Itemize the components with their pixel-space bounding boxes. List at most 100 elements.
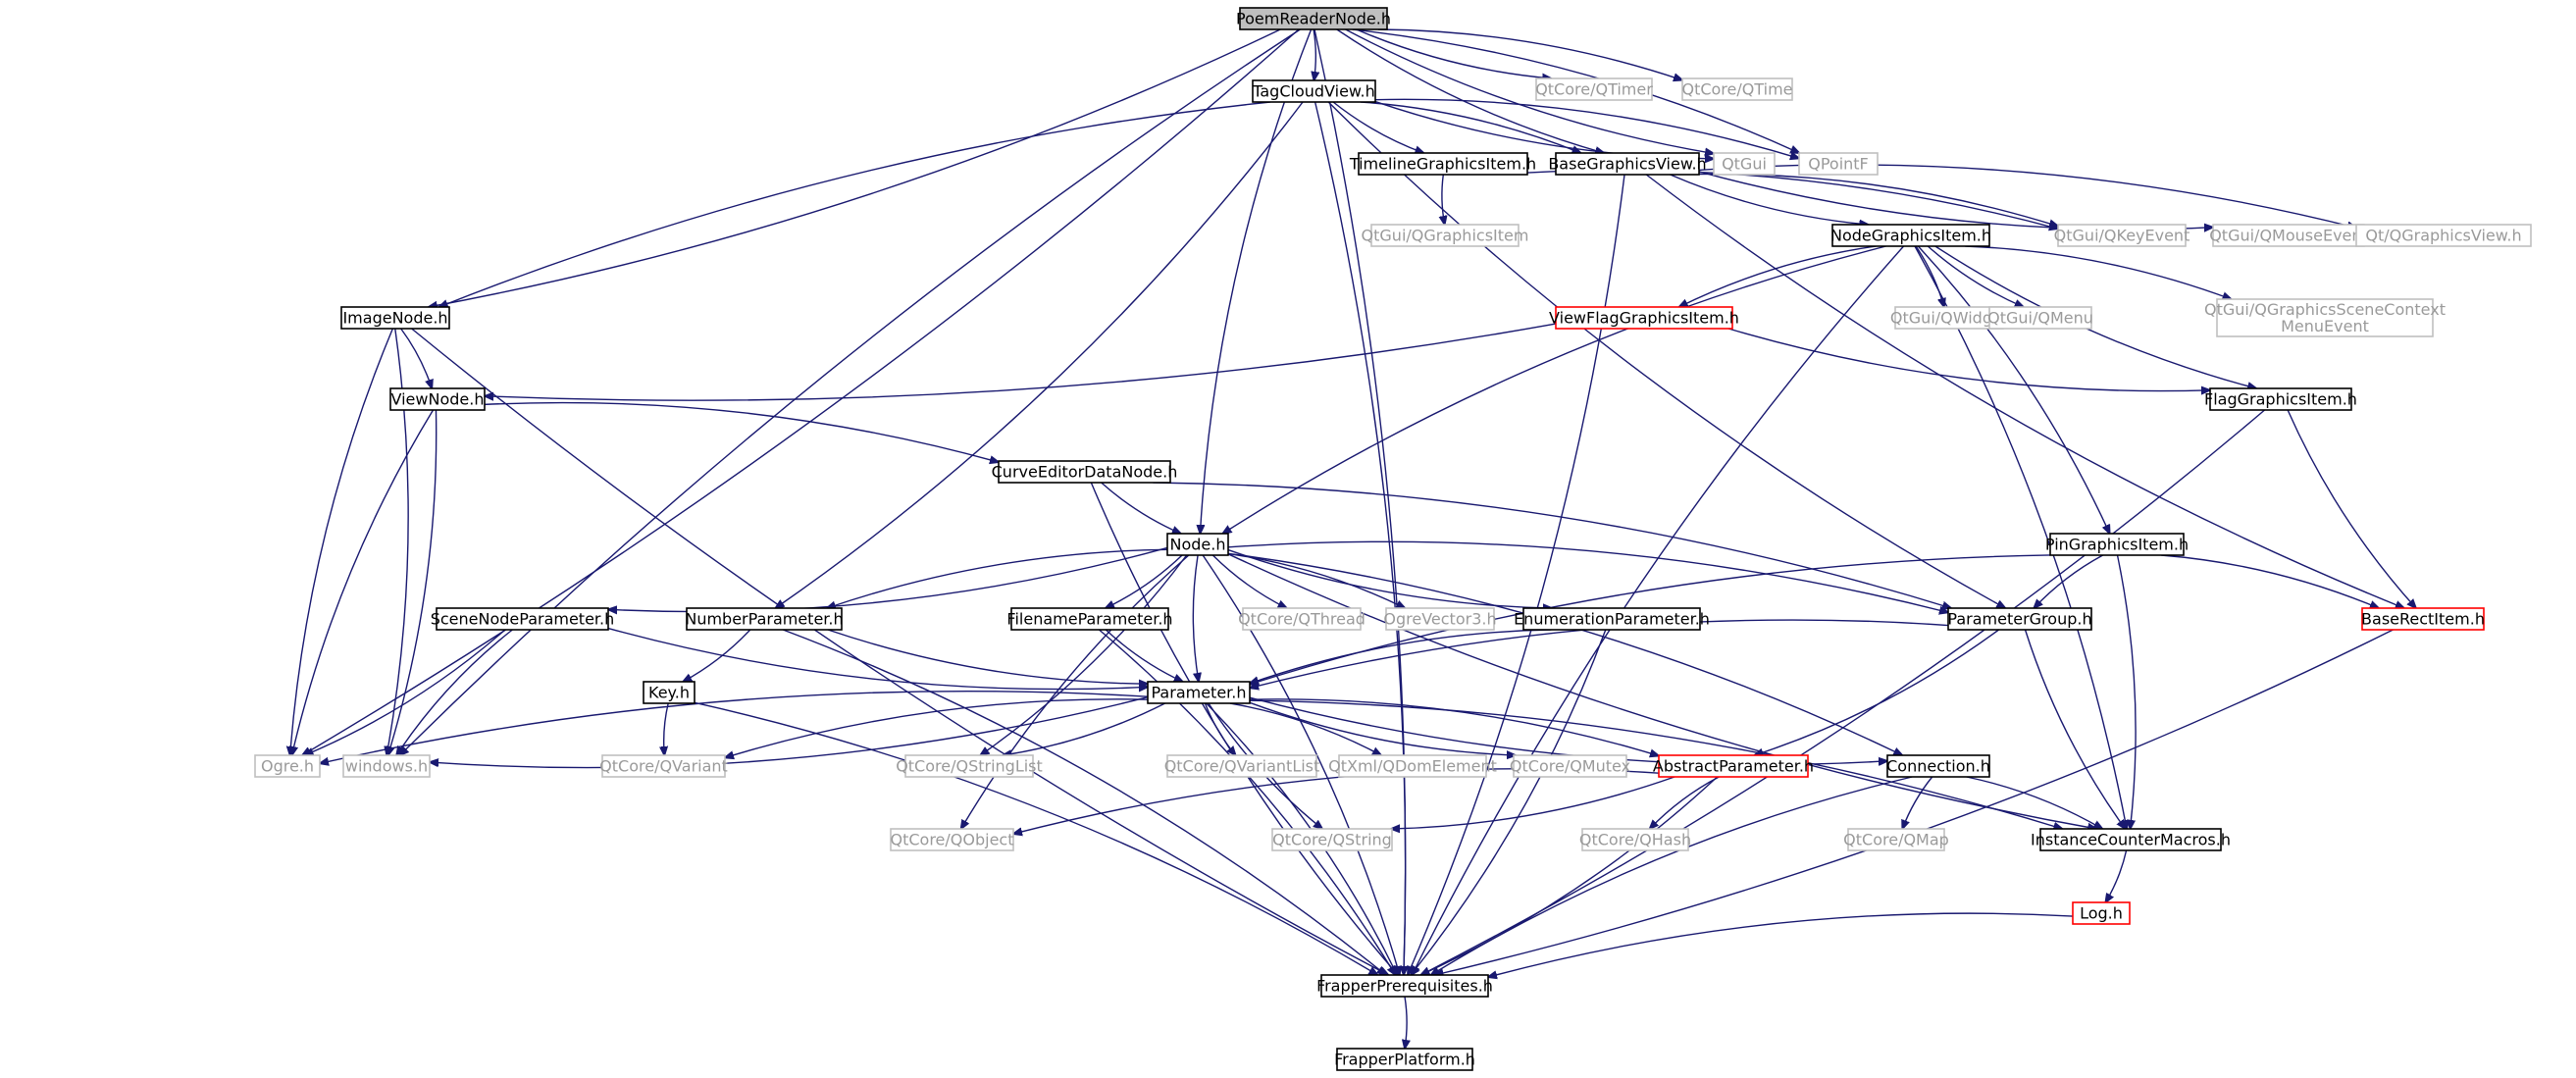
node-label: QtCore/QThread bbox=[1238, 610, 1365, 629]
node-qkey[interactable]: QtGui/QKeyEvent bbox=[2054, 224, 2190, 247]
node-box bbox=[890, 828, 1014, 851]
edge-key-to-qvariant bbox=[664, 702, 669, 755]
node-qgi[interactable]: QtGui/QGraphicsItem bbox=[1362, 224, 1529, 247]
edge-tagcloud-to-image bbox=[439, 101, 1270, 307]
edge-poem-to-node bbox=[1200, 28, 1313, 534]
node-label: QtCore/QObject bbox=[891, 831, 1014, 849]
node-enump[interactable]: EnumerationParameter.h bbox=[1514, 607, 1710, 631]
edge-absp-to-qhash bbox=[1650, 776, 1720, 829]
edge-poem-to-windows bbox=[400, 28, 1301, 755]
node-tagcloud[interactable]: TagCloudView.h bbox=[1252, 79, 1376, 103]
node-filep[interactable]: FilenameParameter.h bbox=[1006, 607, 1173, 631]
node-qhash[interactable]: QtCore/QHash bbox=[1579, 828, 1691, 851]
edge-poem-to-tagcloud bbox=[1314, 28, 1315, 80]
node-qtime[interactable]: QtCore/QTime bbox=[1681, 77, 1793, 101]
node-ogre[interactable]: Ogre.h bbox=[254, 754, 321, 778]
node-qobject[interactable]: QtCore/QObject bbox=[890, 828, 1014, 851]
node-fp[interactable]: FrapperPrerequisites.h bbox=[1316, 974, 1493, 998]
edges-layer bbox=[290, 28, 2416, 1049]
node-qstring[interactable]: QtCore/QString bbox=[1271, 828, 1393, 851]
edge-pgi-to-icm bbox=[2116, 554, 2137, 829]
node-box bbox=[2216, 298, 2434, 337]
node-qmap[interactable]: QtCore/QMap bbox=[1843, 828, 1949, 851]
node-label: QtCore/QTime bbox=[1681, 80, 1792, 99]
node-label: BaseRectItem.h bbox=[2361, 610, 2485, 629]
node-box bbox=[904, 754, 1034, 778]
node-label: QtGui/QWidget bbox=[1890, 309, 2008, 328]
node-box bbox=[2039, 828, 2222, 851]
edge-basegv-to-brect bbox=[1645, 174, 2404, 608]
node-pgi[interactable]: PinGraphicsItem.h bbox=[2045, 533, 2189, 556]
node-qpointf[interactable]: QPointF bbox=[1798, 152, 1879, 176]
edge-basegv-to-qmouse bbox=[1698, 171, 2213, 230]
node-qmouse[interactable]: QtGui/QMouseEvent bbox=[2209, 224, 2368, 247]
node-box bbox=[686, 607, 843, 631]
node-qsl[interactable]: QtCore/QStringList bbox=[896, 754, 1043, 778]
node-windows[interactable]: windows.h bbox=[342, 754, 431, 778]
node-fgi[interactable]: FlagGraphicsItem.h bbox=[2204, 387, 2357, 411]
edge-view-to-curve bbox=[484, 401, 999, 463]
node-label: FlagGraphicsItem.h bbox=[2204, 390, 2357, 409]
node-qvariant[interactable]: QtCore/QVariant bbox=[599, 754, 728, 778]
node-vfgi[interactable]: ViewFlagGraphicsItem.h bbox=[1549, 306, 1739, 330]
edge-basegv-to-ngi bbox=[1670, 174, 1869, 225]
edge-snp-to-windows bbox=[396, 629, 513, 755]
edge-nump-to-fp bbox=[782, 629, 1386, 975]
node-pgroup[interactable]: ParameterGroup.h bbox=[1947, 607, 2092, 631]
node-label: ViewNode.h bbox=[391, 390, 485, 409]
node-nump[interactable]: NumberParameter.h bbox=[685, 607, 844, 631]
node-box bbox=[2209, 387, 2352, 411]
edge-ngi-to-qmenu bbox=[1927, 245, 2023, 307]
node-ogrev3[interactable]: OgreVector3.h bbox=[1383, 607, 1497, 631]
node-box bbox=[643, 681, 696, 704]
edge-param-to-qsl bbox=[1003, 702, 1165, 755]
node-label: QtGui/QGraphicsSceneContext bbox=[2204, 300, 2446, 319]
node-qtimer[interactable]: QtCore/QTimer bbox=[1535, 77, 1653, 101]
node-timeline[interactable]: TimelineGraphicsItem.h bbox=[1349, 152, 1536, 176]
node-box bbox=[1242, 607, 1362, 631]
node-label: Parameter.h bbox=[1152, 684, 1247, 702]
node-image[interactable]: ImageNode.h bbox=[340, 306, 450, 330]
node-poem[interactable]: PoemReaderNode.h bbox=[1236, 7, 1391, 30]
node-qgv[interactable]: Qt/QGraphicsView.h bbox=[2355, 224, 2532, 247]
node-ngi[interactable]: NodeGraphicsItem.h bbox=[1830, 224, 1991, 247]
node-icm[interactable]: InstanceCounterMacros.h bbox=[2031, 828, 2231, 851]
node-param[interactable]: Parameter.h bbox=[1147, 681, 1251, 704]
node-curve[interactable]: CurveEditorDataNode.h bbox=[992, 460, 1178, 484]
node-qtgui[interactable]: QtGui bbox=[1713, 152, 1776, 176]
node-qwidget[interactable]: QtGui/QWidget bbox=[1890, 306, 2008, 330]
edge-basegv-to-qgv bbox=[1698, 164, 2356, 228]
node-label: QtGui/QKeyEvent bbox=[2054, 227, 2190, 245]
node-qdom[interactable]: QtXml/QDomElement bbox=[1328, 754, 1497, 778]
node-label: NumberParameter.h bbox=[685, 610, 843, 629]
node-log[interactable]: Log.h bbox=[2072, 901, 2131, 925]
node-box bbox=[389, 387, 486, 411]
edge-ngi-to-qgsce bbox=[1965, 245, 2231, 299]
node-label: ImageNode.h bbox=[342, 309, 447, 328]
node-box bbox=[1713, 152, 1776, 176]
edge-nump-to-param bbox=[827, 629, 1148, 684]
node-box bbox=[342, 754, 431, 778]
node-basegv[interactable]: BaseGraphicsView.h bbox=[1548, 152, 1707, 176]
edge-timeline-to-qgi bbox=[1442, 174, 1445, 225]
node-label: QtCore/QStringList bbox=[896, 757, 1043, 776]
node-brect[interactable]: BaseRectItem.h bbox=[2361, 607, 2485, 631]
node-qvl[interactable]: QtCore/QVariantList bbox=[1164, 754, 1320, 778]
node-key[interactable]: Key.h bbox=[643, 681, 696, 704]
node-fplat[interactable]: FrapperPlatform.h bbox=[1334, 1048, 1475, 1071]
node-qmenu[interactable]: QtGui/QMenu bbox=[1987, 306, 2093, 330]
node-snp[interactable]: SceneNodeParameter.h bbox=[431, 607, 615, 631]
node-conn[interactable]: Connection.h bbox=[1886, 754, 1990, 778]
node-qmutex[interactable]: QtCore/QMutex bbox=[1510, 754, 1630, 778]
node-label: QPointF bbox=[1808, 155, 1869, 174]
node-box bbox=[1320, 974, 1489, 998]
node-view[interactable]: ViewNode.h bbox=[389, 387, 486, 411]
node-box bbox=[1147, 681, 1251, 704]
node-box bbox=[2057, 224, 2187, 247]
node-qthread[interactable]: QtCore/QThread bbox=[1238, 607, 1365, 631]
node-label: QtGui bbox=[1722, 155, 1767, 174]
node-absp[interactable]: AbstractParameter.h bbox=[1653, 754, 1814, 778]
node-node[interactable]: Node.h bbox=[1166, 533, 1229, 556]
node-label: QtCore/QHash bbox=[1579, 831, 1691, 849]
